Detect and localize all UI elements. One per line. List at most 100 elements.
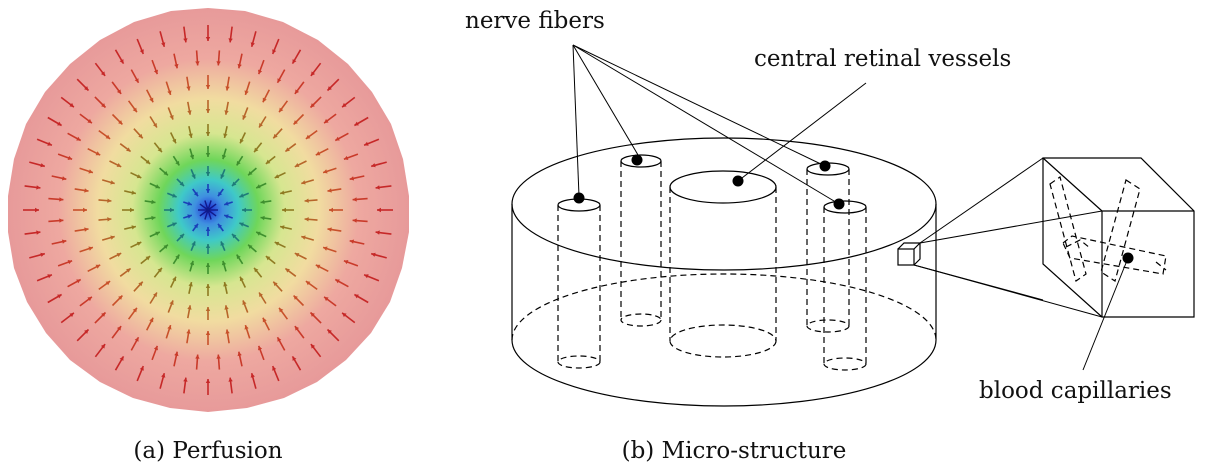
perfusion-arrow-head [205,172,211,176]
perfusion-arrow-head [294,326,300,331]
perfusion-arrow-head [364,274,369,279]
perfusion-arrow-head [69,312,74,318]
perfusion-arrow-head [375,230,380,235]
perfusion-arrow-head [244,325,249,330]
perfusion-arrow-head [225,86,230,91]
perfusion-arrow-head [262,317,267,323]
perfusion-arrow-head [57,294,62,299]
perfusion-arrow-head [205,153,211,157]
perfusion-arrow-head [304,198,309,203]
perfusion-arrow-head [224,214,229,219]
perfusion-arrow-head [76,279,81,284]
perfusion-arrow-head [354,294,359,299]
perfusion-arrow-head [294,89,300,94]
perfusion-arrow-head [258,69,263,75]
perfusion-arrow-head [280,225,285,230]
perfusion-arrow-head [179,234,184,239]
capillary-pointer [1082,257,1129,371]
perfusion-center-line [199,203,209,211]
perfusion-arrow-head [224,305,229,310]
perfusion-arrow-head [101,312,106,317]
perfusion-arrow-head [304,217,309,222]
perfusion-arrow-head [188,282,193,287]
perfusion-arrow-head [244,90,249,95]
perfusion-arrow-head [342,312,347,318]
central-vessel-cylinder [669,170,777,358]
perfusion-arrow-head [155,184,160,189]
perfusion-arrow-head [310,103,315,108]
perfusion-arrow-head [167,90,172,95]
perfusion-arrow-head [223,282,228,287]
perfusion-arrow-head [116,163,122,167]
perfusion-arrow-head [100,71,106,76]
perfusion-arrow-head [155,231,160,236]
perfusion-arrow-head [265,256,271,261]
perfusion-arrow-head [139,366,144,371]
perfusion-arrow-head [183,38,188,43]
zoom-lines [913,157,1103,318]
perfusion-center-line [199,209,209,217]
perfusion-arrow-head [116,326,122,331]
perfusion-arrow-head [175,160,180,166]
perfusion-arrow-head [61,176,67,181]
perfusion-arrow-head [256,231,261,236]
perfusion-arrow-head [138,281,143,287]
perfusion-arrow-head [232,181,237,186]
perfusion-arrow-head [101,103,106,108]
perfusion-arrow-head [349,239,355,244]
perfusion-arrow-head [323,246,328,251]
perfusion-arrow-head [84,329,89,334]
sample-cube-small [897,242,921,266]
perfusion-center-line [207,209,212,220]
perfusion-arrow-head [224,110,229,115]
perfusion-arrow-head [301,235,306,240]
perfusion-arrow-head [315,151,321,156]
perfusion-arrow-head [375,185,380,190]
perfusion-arrow-head [189,260,195,266]
perfusion-arrow-head [67,260,73,265]
perfusion-arrow-head [188,133,193,138]
perfusion-arrow-head [88,246,93,251]
perfusion-arrow-head [136,241,142,246]
perfusion-arrow-head [172,222,177,227]
perfusion-arrow-head [161,42,166,47]
perfusion-arrow-head [205,307,211,311]
perfusion-arrow-head [116,253,122,257]
perfusion-arrow-head [110,180,115,185]
perfusion-arrow-head [239,193,244,198]
label-blood-capillaries: blood capillaries [979,378,1172,404]
central-vessel-pointer [737,82,867,182]
perfusion-arrow-head [305,134,311,139]
perfusion-arrow-head [175,254,180,260]
perfusion-arrow-head [205,227,211,231]
perfusion-arrow-head [132,307,137,313]
perfusion-arrow-head [69,102,74,108]
nerve-fiber-cylinder-1 [557,198,601,369]
perfusion-arrow-head [228,38,233,43]
perfusion-arrow-head [254,147,259,153]
label-central-vessels: central retinal vessels [754,46,1011,72]
perfusion-arrow-head [193,191,198,197]
perfusion-arrow-head [274,174,280,179]
perfusion-arrow-head [172,138,177,144]
perfusion-arrow-head [223,133,228,138]
perfusion-arrow-head [237,351,242,357]
perfusion-arrow-head [40,252,45,257]
nerve-fiber-cylinder-4 [823,200,867,371]
perfusion-arrow-head [118,295,123,300]
perfusion-arrow-head [61,239,67,244]
perfusion-arrow-head [205,263,211,267]
perfusion-arrow-head [136,174,142,179]
tissue-cylinder [511,137,937,407]
perfusion-arrow-head [145,256,151,261]
perfusion-arrow-head [205,331,211,335]
perfusion-arrow-head [292,59,297,64]
perfusion-arrow-head [279,307,284,313]
perfusion-arrow-head [174,63,179,69]
perfusion-arrow-head [282,207,286,213]
perfusion-arrow-head [151,215,156,221]
perfusion-arrow-head [119,59,124,64]
perfusion-arrow-head [259,123,263,128]
capillary-tubes [1049,176,1167,282]
